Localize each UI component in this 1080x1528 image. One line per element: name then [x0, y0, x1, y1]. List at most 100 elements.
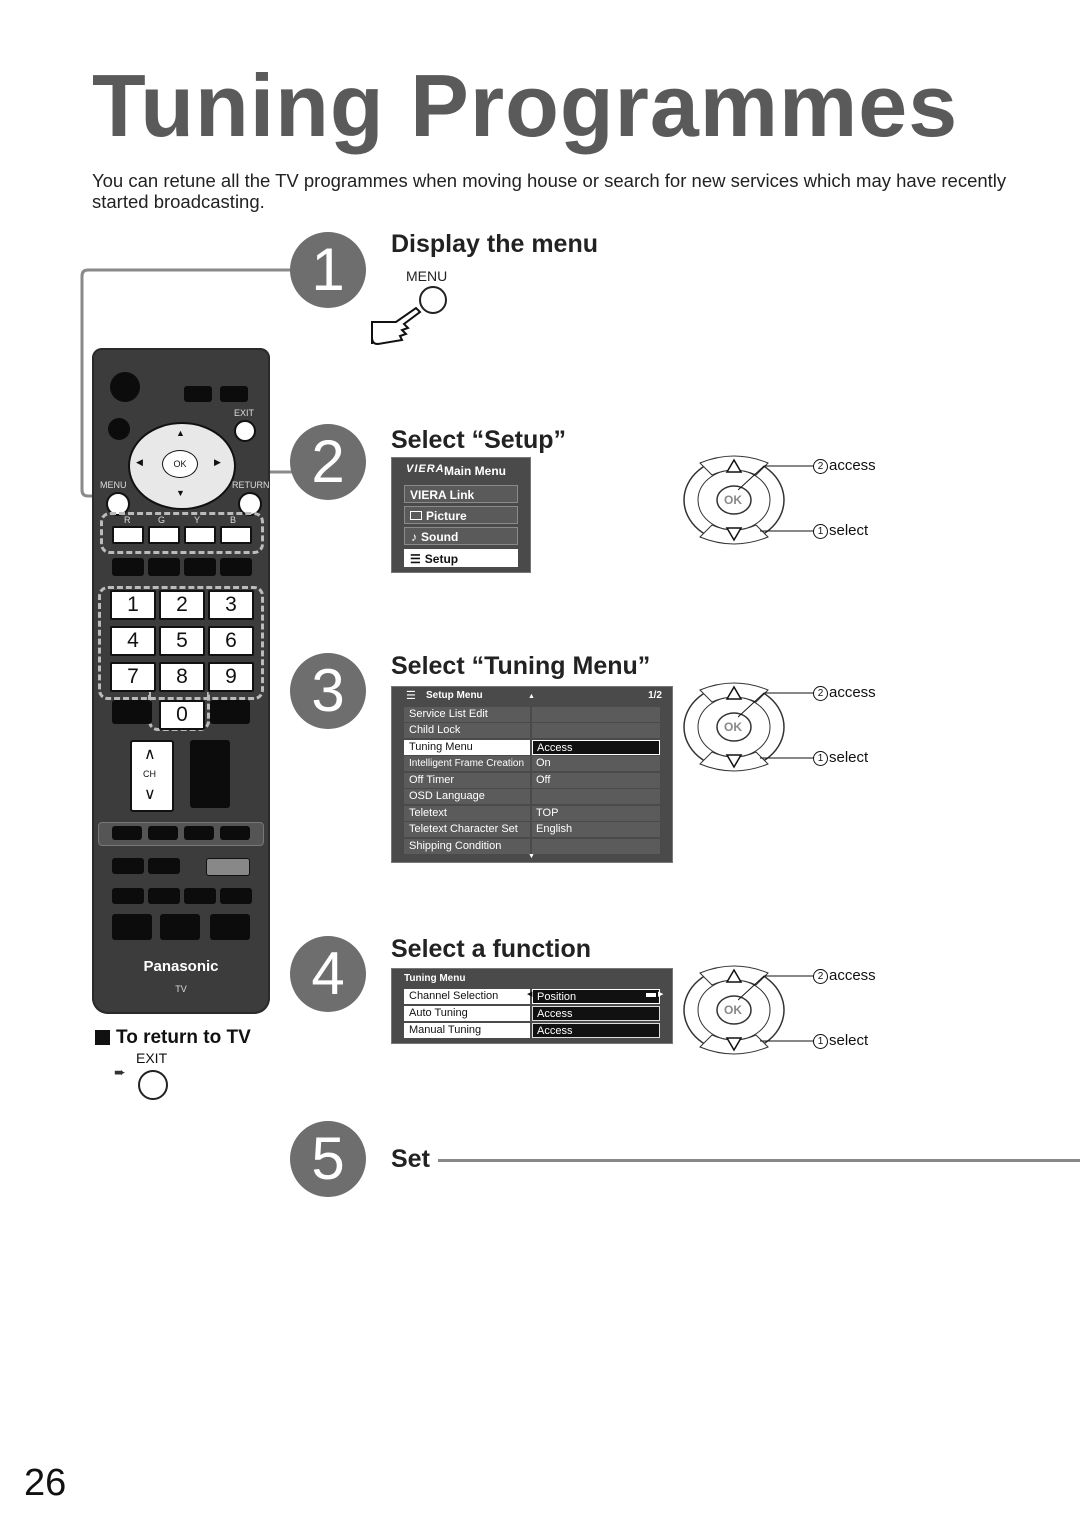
ok-button[interactable]: OK: [162, 450, 198, 478]
main-menu-item-viera-link[interactable]: VIERA Link: [404, 485, 518, 503]
color-label-r: R: [124, 515, 131, 525]
select-label: select: [829, 522, 869, 539]
remote-key-e1[interactable]: [112, 914, 152, 940]
digit-8-button[interactable]: 8: [159, 662, 205, 692]
volume-rocker[interactable]: [190, 740, 230, 808]
green-button[interactable]: [148, 526, 180, 544]
yellow-button[interactable]: [184, 526, 216, 544]
picture-icon: [410, 511, 422, 520]
row-value: TOP: [532, 806, 660, 821]
step-1-number: 1: [290, 232, 366, 308]
row-value: [532, 789, 660, 804]
ok-pad-label: OK: [724, 1003, 742, 1017]
nav-pad-step-4: OK 2 access 1 select: [682, 965, 882, 1055]
return-exit-button[interactable]: [138, 1070, 168, 1100]
main-menu-item-label: Sound: [421, 530, 459, 544]
digit-4-button[interactable]: 4: [110, 626, 156, 656]
color-buttons-group: [100, 512, 264, 554]
digit-1-button[interactable]: 1: [110, 590, 156, 620]
option-indicator-icon: [646, 993, 656, 997]
select-number-icon: 1: [813, 524, 828, 539]
ok-pad-label: OK: [724, 720, 742, 734]
remote-key-c2[interactable]: [148, 858, 180, 874]
remote-key-b3[interactable]: [184, 826, 214, 840]
digit-7-button[interactable]: 7: [110, 662, 156, 692]
row-value: Access: [532, 1023, 660, 1038]
digit-2-button[interactable]: 2: [159, 590, 205, 620]
remote-key-e3[interactable]: [210, 914, 250, 940]
row-value: Off: [532, 773, 660, 788]
row-label: OSD Language: [404, 789, 530, 804]
channel-rocker[interactable]: [130, 740, 174, 812]
remote-key-right-of-zero[interactable]: [210, 700, 250, 724]
remote-key-a4[interactable]: [220, 558, 252, 576]
remote-key-b2[interactable]: [148, 826, 178, 840]
main-menu-item-sound[interactable]: ♪ Sound: [404, 527, 518, 545]
remote-top-key-1[interactable]: [184, 386, 212, 402]
setup-list-icon: ☰: [410, 552, 421, 566]
digit-0-button[interactable]: 0: [159, 700, 205, 730]
red-button[interactable]: [112, 526, 144, 544]
remote-key-e2[interactable]: [160, 914, 200, 940]
digit-3-button[interactable]: 3: [208, 590, 254, 620]
setup-row-child-lock[interactable]: Child Lock: [404, 723, 661, 738]
setup-row-osd-language[interactable]: OSD Language: [404, 789, 661, 804]
setup-row-service-list-edit[interactable]: Service List Edit: [404, 707, 661, 722]
menu-label: MENU: [100, 480, 127, 490]
row-label: Intelligent Frame Creation: [404, 756, 530, 771]
remote-top-key-2[interactable]: [220, 386, 248, 402]
step-1-menu-button[interactable]: [419, 286, 447, 314]
remote-key-a2[interactable]: [148, 558, 180, 576]
remote-key-b4[interactable]: [220, 826, 250, 840]
exit-button[interactable]: [234, 420, 256, 442]
remote-key-d4[interactable]: [220, 888, 252, 904]
color-label-b: B: [230, 515, 237, 525]
select-label: select: [829, 749, 869, 766]
remote-key-c1[interactable]: [112, 858, 144, 874]
blue-button[interactable]: [220, 526, 252, 544]
access-label: access: [829, 684, 876, 701]
digit-6-button[interactable]: 6: [208, 626, 254, 656]
up-arrow-icon: ▲: [176, 428, 185, 438]
remote-key-b1[interactable]: [112, 826, 142, 840]
main-menu-item-picture[interactable]: Picture: [404, 506, 518, 524]
power-button[interactable]: [110, 372, 140, 402]
sound-note-icon: ♪: [411, 530, 417, 544]
row-label: Teletext Character Set: [404, 822, 530, 837]
remote-key-a3[interactable]: [184, 558, 216, 576]
access-label: access: [829, 457, 876, 474]
row-value: English: [532, 822, 660, 837]
remote-key-d3[interactable]: [184, 888, 216, 904]
remote-switch[interactable]: [206, 858, 250, 876]
row-label: Off Timer: [404, 773, 530, 788]
step-5-rule: [438, 1159, 1080, 1162]
row-value: [532, 723, 660, 738]
channel-up-icon: ∧: [144, 746, 156, 763]
nav-pad-graphic: [683, 682, 785, 772]
row-value: Access: [532, 740, 660, 755]
remote-key-d2[interactable]: [148, 888, 180, 904]
remote-key-left-of-zero[interactable]: [112, 700, 152, 724]
menu-connector-line: [80, 268, 292, 498]
remote-key-d1[interactable]: [112, 888, 144, 904]
access-number-icon: 2: [813, 459, 828, 474]
color-label-y: Y: [194, 515, 201, 525]
remote-key-a1[interactable]: [112, 558, 144, 576]
down-arrow-icon: ▼: [176, 488, 185, 498]
page-title: Tuning Programmes: [92, 56, 959, 155]
nav-pad-step-3: OK 2 access 1 select: [682, 682, 882, 772]
setup-row-shipping-condition[interactable]: Shipping Condition: [404, 839, 661, 854]
digit-9-button[interactable]: 9: [208, 662, 254, 692]
main-menu-item-setup[interactable]: ☰Setup: [404, 549, 518, 567]
remote-left-round-key[interactable]: [108, 418, 130, 440]
scroll-down-icon: ▼: [528, 853, 535, 860]
digit-5-button[interactable]: 5: [159, 626, 205, 656]
